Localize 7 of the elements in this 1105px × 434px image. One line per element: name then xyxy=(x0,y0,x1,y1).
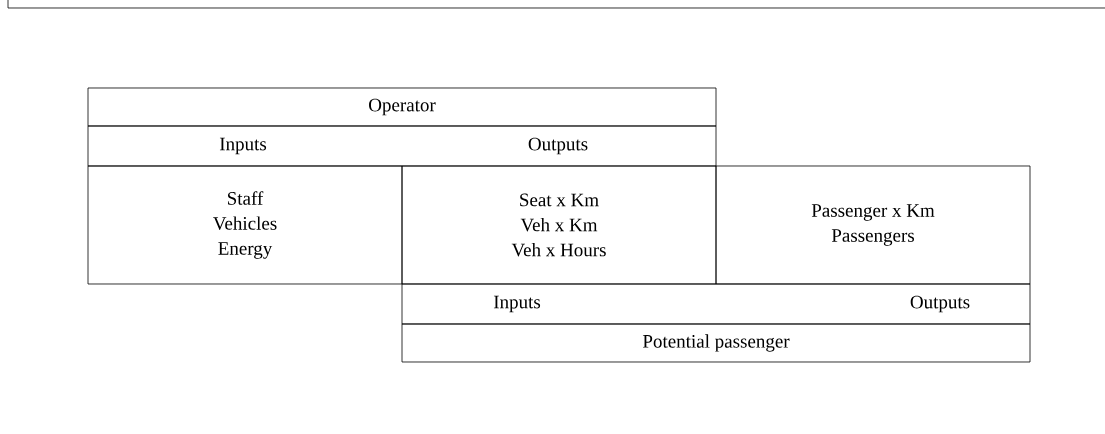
table-cell: Passenger x Km Passengers xyxy=(715,165,1031,285)
table-cell: Inputs Outputs xyxy=(87,125,717,167)
table-cell: Operator xyxy=(87,87,717,127)
table-cell: Inputs Outputs xyxy=(401,283,1031,325)
table-cell: Seat x Km Veh x Km Veh x Hours xyxy=(401,165,717,285)
table-cell: Potential passenger xyxy=(401,323,1031,363)
table-cell: Staff Vehicles Energy xyxy=(87,165,403,285)
